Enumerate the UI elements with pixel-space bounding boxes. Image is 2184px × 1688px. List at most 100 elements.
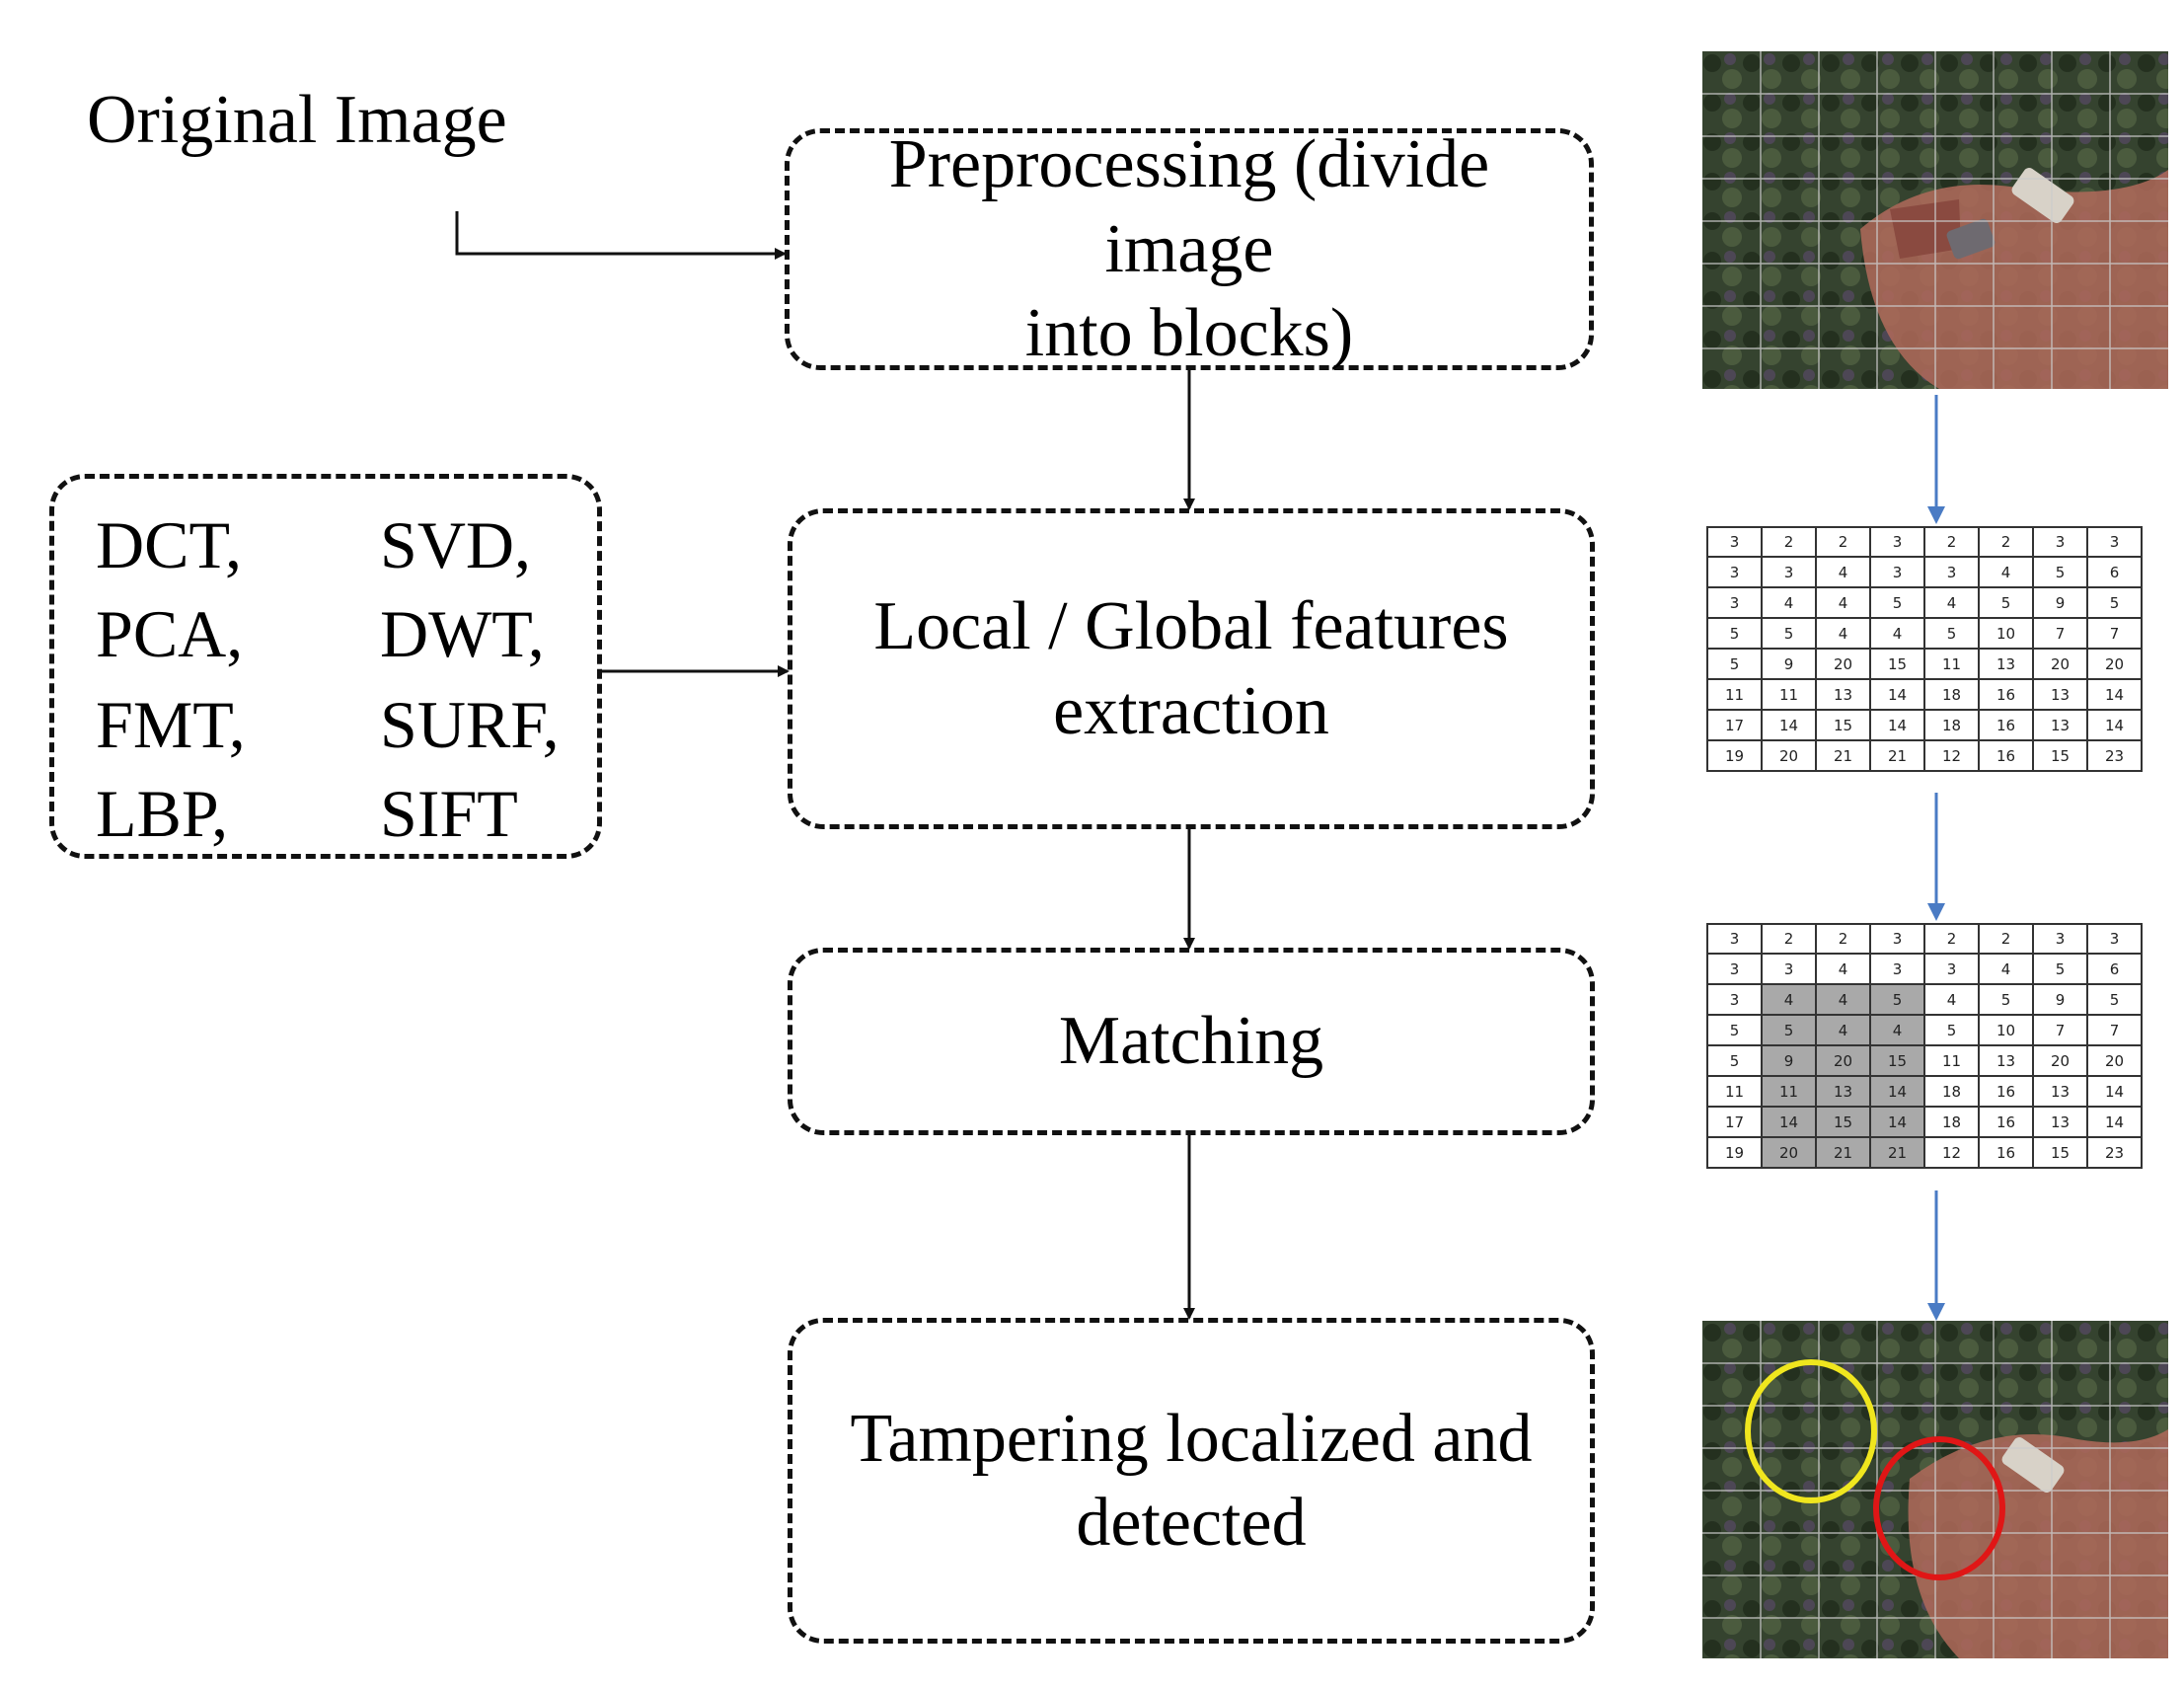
- grid-cell: 12: [1923, 1136, 1980, 1169]
- step-matching: Matching: [788, 948, 1595, 1135]
- grid-cell: 4: [1815, 1014, 1871, 1046]
- grid-cell: 5: [1761, 617, 1817, 650]
- step-matching-line-1: Matching: [1058, 1003, 1324, 1080]
- grid-cell: 4: [1815, 953, 1871, 985]
- grid-cell: 14: [1761, 709, 1817, 741]
- grid-cell: 20: [2032, 648, 2088, 680]
- vehicle-2: [1946, 218, 1996, 260]
- grid-cell: 16: [1978, 709, 2034, 741]
- grid-cell: 9: [2032, 586, 2088, 619]
- method-pca: PCA,: [96, 596, 244, 671]
- grid-cell: 16: [1978, 1075, 2034, 1108]
- grid-cell: 3: [1869, 953, 1925, 985]
- grid-cell: 5: [1869, 586, 1925, 619]
- grid-cell: 23: [2086, 1136, 2143, 1169]
- detection-result-image: [1702, 1321, 2168, 1658]
- grid-cell: 2: [1923, 923, 1980, 955]
- aerial-image-blocks: [1702, 51, 2168, 389]
- grid-cell: 11: [1923, 648, 1980, 680]
- grid-cell: 5: [2086, 983, 2143, 1016]
- grid-cell: 14: [1869, 709, 1925, 741]
- grid-cell: 15: [1815, 709, 1871, 741]
- grid-cell: 14: [2086, 1075, 2143, 1108]
- grid-cell: 14: [2086, 678, 2143, 711]
- grid-cell: 20: [1761, 739, 1817, 772]
- grid-cell: 4: [1923, 983, 1980, 1016]
- grid-cell: 13: [2032, 678, 2088, 711]
- grid-cell: 14: [1869, 1075, 1925, 1108]
- step-feature-extraction: Local / Global features extraction: [788, 508, 1595, 829]
- grid-cell: 14: [2086, 709, 2143, 741]
- grid-cell: 13: [1815, 1075, 1871, 1108]
- grid-cell: 3: [1923, 556, 1980, 588]
- grid-cell: 4: [1869, 1014, 1925, 1046]
- step-preprocessing-line-1: Preprocessing (divide image: [888, 126, 1490, 287]
- grid-cell: 13: [1815, 678, 1871, 711]
- step-detected-line-2: detected: [1076, 1485, 1307, 1561]
- grid-cell: 5: [1923, 617, 1980, 650]
- grid-cell: 14: [2086, 1106, 2143, 1138]
- grid-cell: 5: [1869, 983, 1925, 1016]
- pasted-region-circle: [1873, 1436, 2005, 1580]
- grid-cell: 3: [1869, 923, 1925, 955]
- grid-cell: 11: [1706, 678, 1763, 711]
- grid-cell: 6: [2086, 556, 2143, 588]
- grid-cell: 21: [1815, 1136, 1871, 1169]
- grid-cell: 20: [1815, 648, 1871, 680]
- method-surf: SURF,: [380, 687, 560, 762]
- grid-cell: 9: [2032, 983, 2088, 1016]
- grid-cell: 18: [1923, 1106, 1980, 1138]
- grid-cell: 3: [1706, 586, 1763, 619]
- grid-cell: 4: [1761, 983, 1817, 1016]
- vehicle-1: [2001, 1437, 2065, 1493]
- vehicle-1: [2011, 168, 2074, 223]
- grid-cell: 2: [1815, 923, 1871, 955]
- grid-cell: 10: [1978, 617, 2034, 650]
- grid-cell: 13: [2032, 1106, 2088, 1138]
- step-detected-line-1: Tampering localized and: [850, 1400, 1533, 1477]
- grid-cell: 2: [1978, 923, 2034, 955]
- grid-cell: 4: [1815, 983, 1871, 1016]
- grid-cell: 5: [2032, 556, 2088, 588]
- grid-cell: 16: [1978, 1106, 2034, 1138]
- method-dwt: DWT,: [380, 596, 545, 671]
- grid-cell: 15: [1815, 1106, 1871, 1138]
- grid-cell: 16: [1978, 678, 2034, 711]
- grid-cell: 21: [1869, 1136, 1925, 1169]
- grid-cell: 3: [1706, 953, 1763, 985]
- grid-cell: 11: [1761, 1075, 1817, 1108]
- grid-cell: 4: [1869, 617, 1925, 650]
- grid-cell: 2: [1761, 526, 1817, 558]
- grid-cell: 4: [1978, 953, 2034, 985]
- grid-cell: 20: [1761, 1136, 1817, 1169]
- grid-cell: 4: [1978, 556, 2034, 588]
- grid-cell: 3: [1923, 953, 1980, 985]
- grid-cell: 14: [1869, 1106, 1925, 1138]
- grid-cell: 5: [1706, 617, 1763, 650]
- grid-cell: 20: [2086, 648, 2143, 680]
- grid-cell: 10: [1978, 1014, 2034, 1046]
- copied-region-circle: [1745, 1359, 1877, 1503]
- grid-cell: 7: [2086, 1014, 2143, 1046]
- grid-cell: 3: [1706, 923, 1763, 955]
- grid-cell: 3: [2086, 923, 2143, 955]
- grid-cell: 20: [1815, 1044, 1871, 1077]
- grid-cell: 3: [1869, 556, 1925, 588]
- grid-cell: 3: [1706, 526, 1763, 558]
- grid-cell: 19: [1706, 739, 1763, 772]
- grid-cell: 11: [1761, 678, 1817, 711]
- grid-cell: 13: [1978, 648, 2034, 680]
- grid-cell: 11: [1923, 1044, 1980, 1077]
- grid-cell: 21: [1869, 739, 1925, 772]
- grid-cell: 5: [1706, 1044, 1763, 1077]
